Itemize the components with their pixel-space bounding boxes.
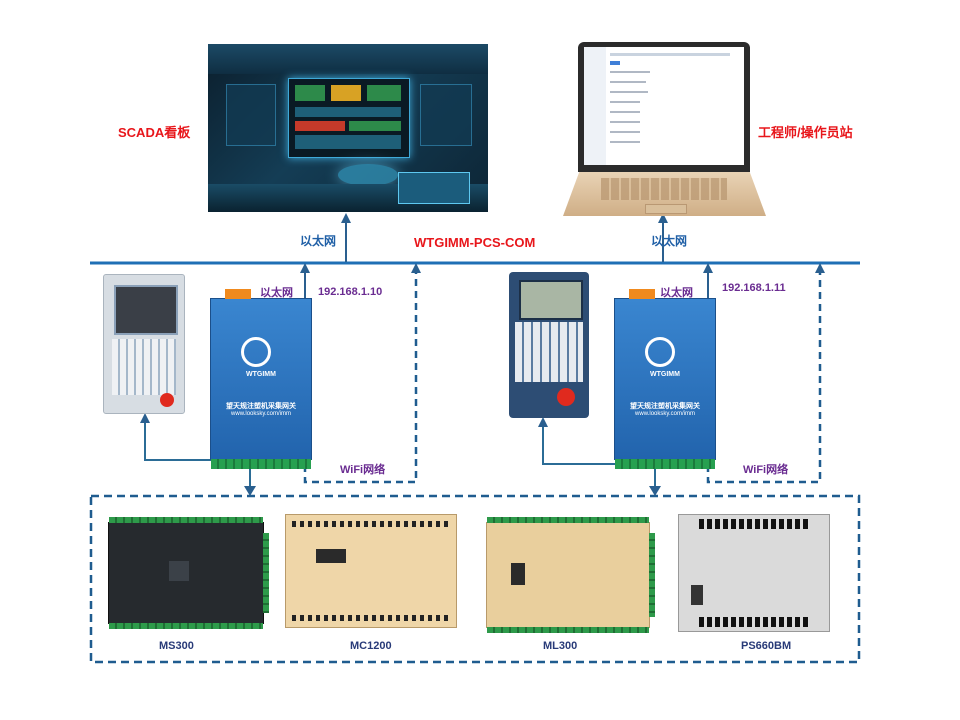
controller-label-mc1200: MC1200 (350, 640, 392, 652)
gateway-1-url: www.looksky.com/imm (231, 411, 291, 417)
gateway-device-2: WTGIMM 望天规注塑机采集网关 www.looksky.com/imm (614, 289, 716, 469)
gw2-wifi-label: WiFi网络 (743, 464, 789, 476)
engineer-station-label: 工程师/操作员站 (758, 125, 853, 140)
laptop-keyboard-base (563, 172, 766, 216)
gw1-ethernet-label: 以太网 (260, 287, 293, 299)
gateway-device-1: WTGIMM 望天规注塑机采集网关 www.looksky.com/imm (210, 289, 312, 469)
controller-board-ml300 (486, 517, 655, 633)
hmi-panel-right (509, 272, 589, 418)
ethernet-label-right: 以太网 (651, 234, 688, 248)
controller-board-ps660bm (678, 514, 830, 632)
scada-dashboard-image (208, 44, 488, 212)
controllers-group-box (89, 494, 861, 664)
controller-label-ml300: ML300 (543, 640, 578, 652)
gw1-hmi-link (140, 413, 240, 461)
gw1-wifi-link (303, 263, 421, 484)
laptop-workstation (578, 42, 750, 172)
gateway-2-brand: WTGIMM (650, 371, 680, 378)
controller-label-ms300: MS300 (159, 640, 194, 652)
scada-label: SCADA看板 (118, 125, 191, 140)
hmi-panel-left (103, 274, 185, 414)
gw2-wifi-link (706, 263, 825, 484)
gw2-ip-label: 192.168.1.11 (722, 282, 786, 294)
laptop-screen (584, 47, 744, 165)
gateway-1-brand: WTGIMM (246, 371, 276, 378)
ethernet-label-left: 以太网 (300, 234, 337, 248)
gateway-2-url: www.looksky.com/imm (635, 411, 695, 417)
controller-board-mc1200 (285, 514, 457, 628)
gateway-2-title: 望天规注塑机采集网关 (630, 403, 700, 410)
gateway-1-title: 望天规注塑机采集网关 (226, 403, 296, 410)
gw1-wifi-label: WiFi网络 (340, 464, 386, 476)
bus-name-label: WTGIMM-PCS-COM (414, 235, 536, 250)
controller-board-ms300 (108, 517, 269, 629)
gw2-ethernet-label: 以太网 (660, 287, 693, 299)
gw1-ip-label: 192.168.1.10 (318, 286, 383, 298)
controller-label-ps660bm: PS660BM (741, 640, 792, 652)
